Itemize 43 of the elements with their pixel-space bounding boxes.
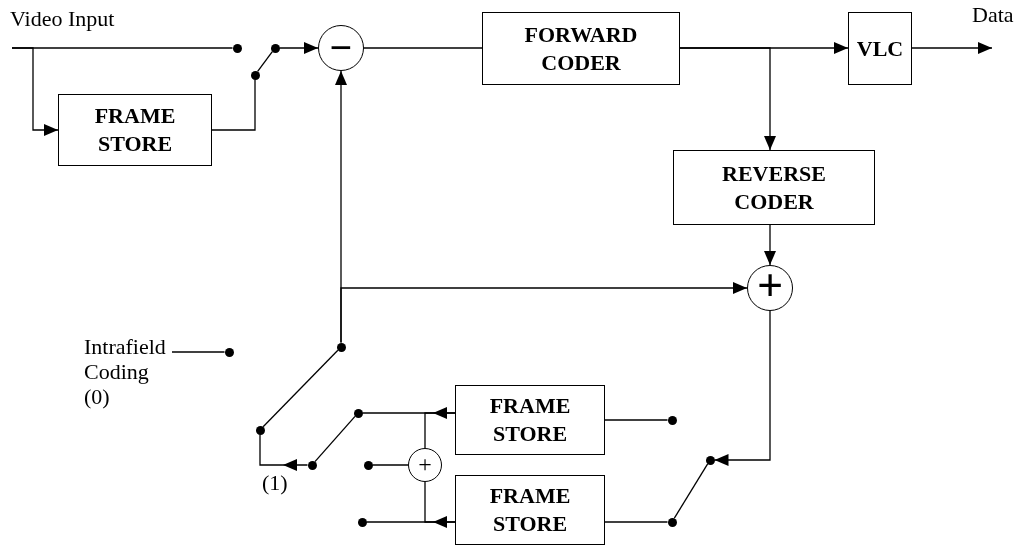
switch-contact xyxy=(357,517,367,527)
arrow xyxy=(911,42,993,54)
text-label: Intrafield Coding (0) xyxy=(84,334,172,409)
switch-contact xyxy=(232,43,242,53)
switch-contact xyxy=(363,460,373,470)
arrow xyxy=(259,433,309,471)
connector-line xyxy=(424,412,456,449)
switch-contact xyxy=(270,43,280,53)
connector-line xyxy=(211,78,256,131)
connector-line xyxy=(604,419,669,421)
switch-contact xyxy=(307,460,317,470)
connector-line xyxy=(171,351,226,353)
arrow xyxy=(340,282,748,344)
switch-contact xyxy=(250,70,260,80)
connector-line xyxy=(604,521,669,523)
switch-contact xyxy=(667,415,677,425)
switch-contact xyxy=(336,342,346,352)
process-box: FRAME STORE xyxy=(455,385,605,455)
arrow xyxy=(278,42,319,54)
connector-line xyxy=(262,349,339,428)
process-box: FRAME STORE xyxy=(455,475,605,545)
arrow xyxy=(11,47,59,136)
input-label: Video Input xyxy=(10,6,115,32)
connector-line xyxy=(424,481,456,523)
output-label: Data xyxy=(972,2,1014,28)
switch-contact xyxy=(705,455,715,465)
process-box: REVERSE CODER xyxy=(673,150,875,225)
connector-line xyxy=(371,464,409,466)
switch-contact xyxy=(255,425,265,435)
arrow xyxy=(764,224,776,266)
connector-line xyxy=(257,50,273,73)
connector-line xyxy=(673,463,709,519)
process-box: FORWARD CODER xyxy=(482,12,680,85)
arrow xyxy=(713,310,771,466)
switch-position-label: (1) xyxy=(262,470,288,496)
arrow xyxy=(679,47,776,151)
process-box: FRAME STORE xyxy=(58,94,212,166)
switch-contact xyxy=(353,408,363,418)
process-box: VLC xyxy=(848,12,912,85)
switch-contact xyxy=(224,347,234,357)
connector-line xyxy=(314,415,356,463)
connector-line xyxy=(363,47,483,49)
switch-contact xyxy=(667,517,677,527)
